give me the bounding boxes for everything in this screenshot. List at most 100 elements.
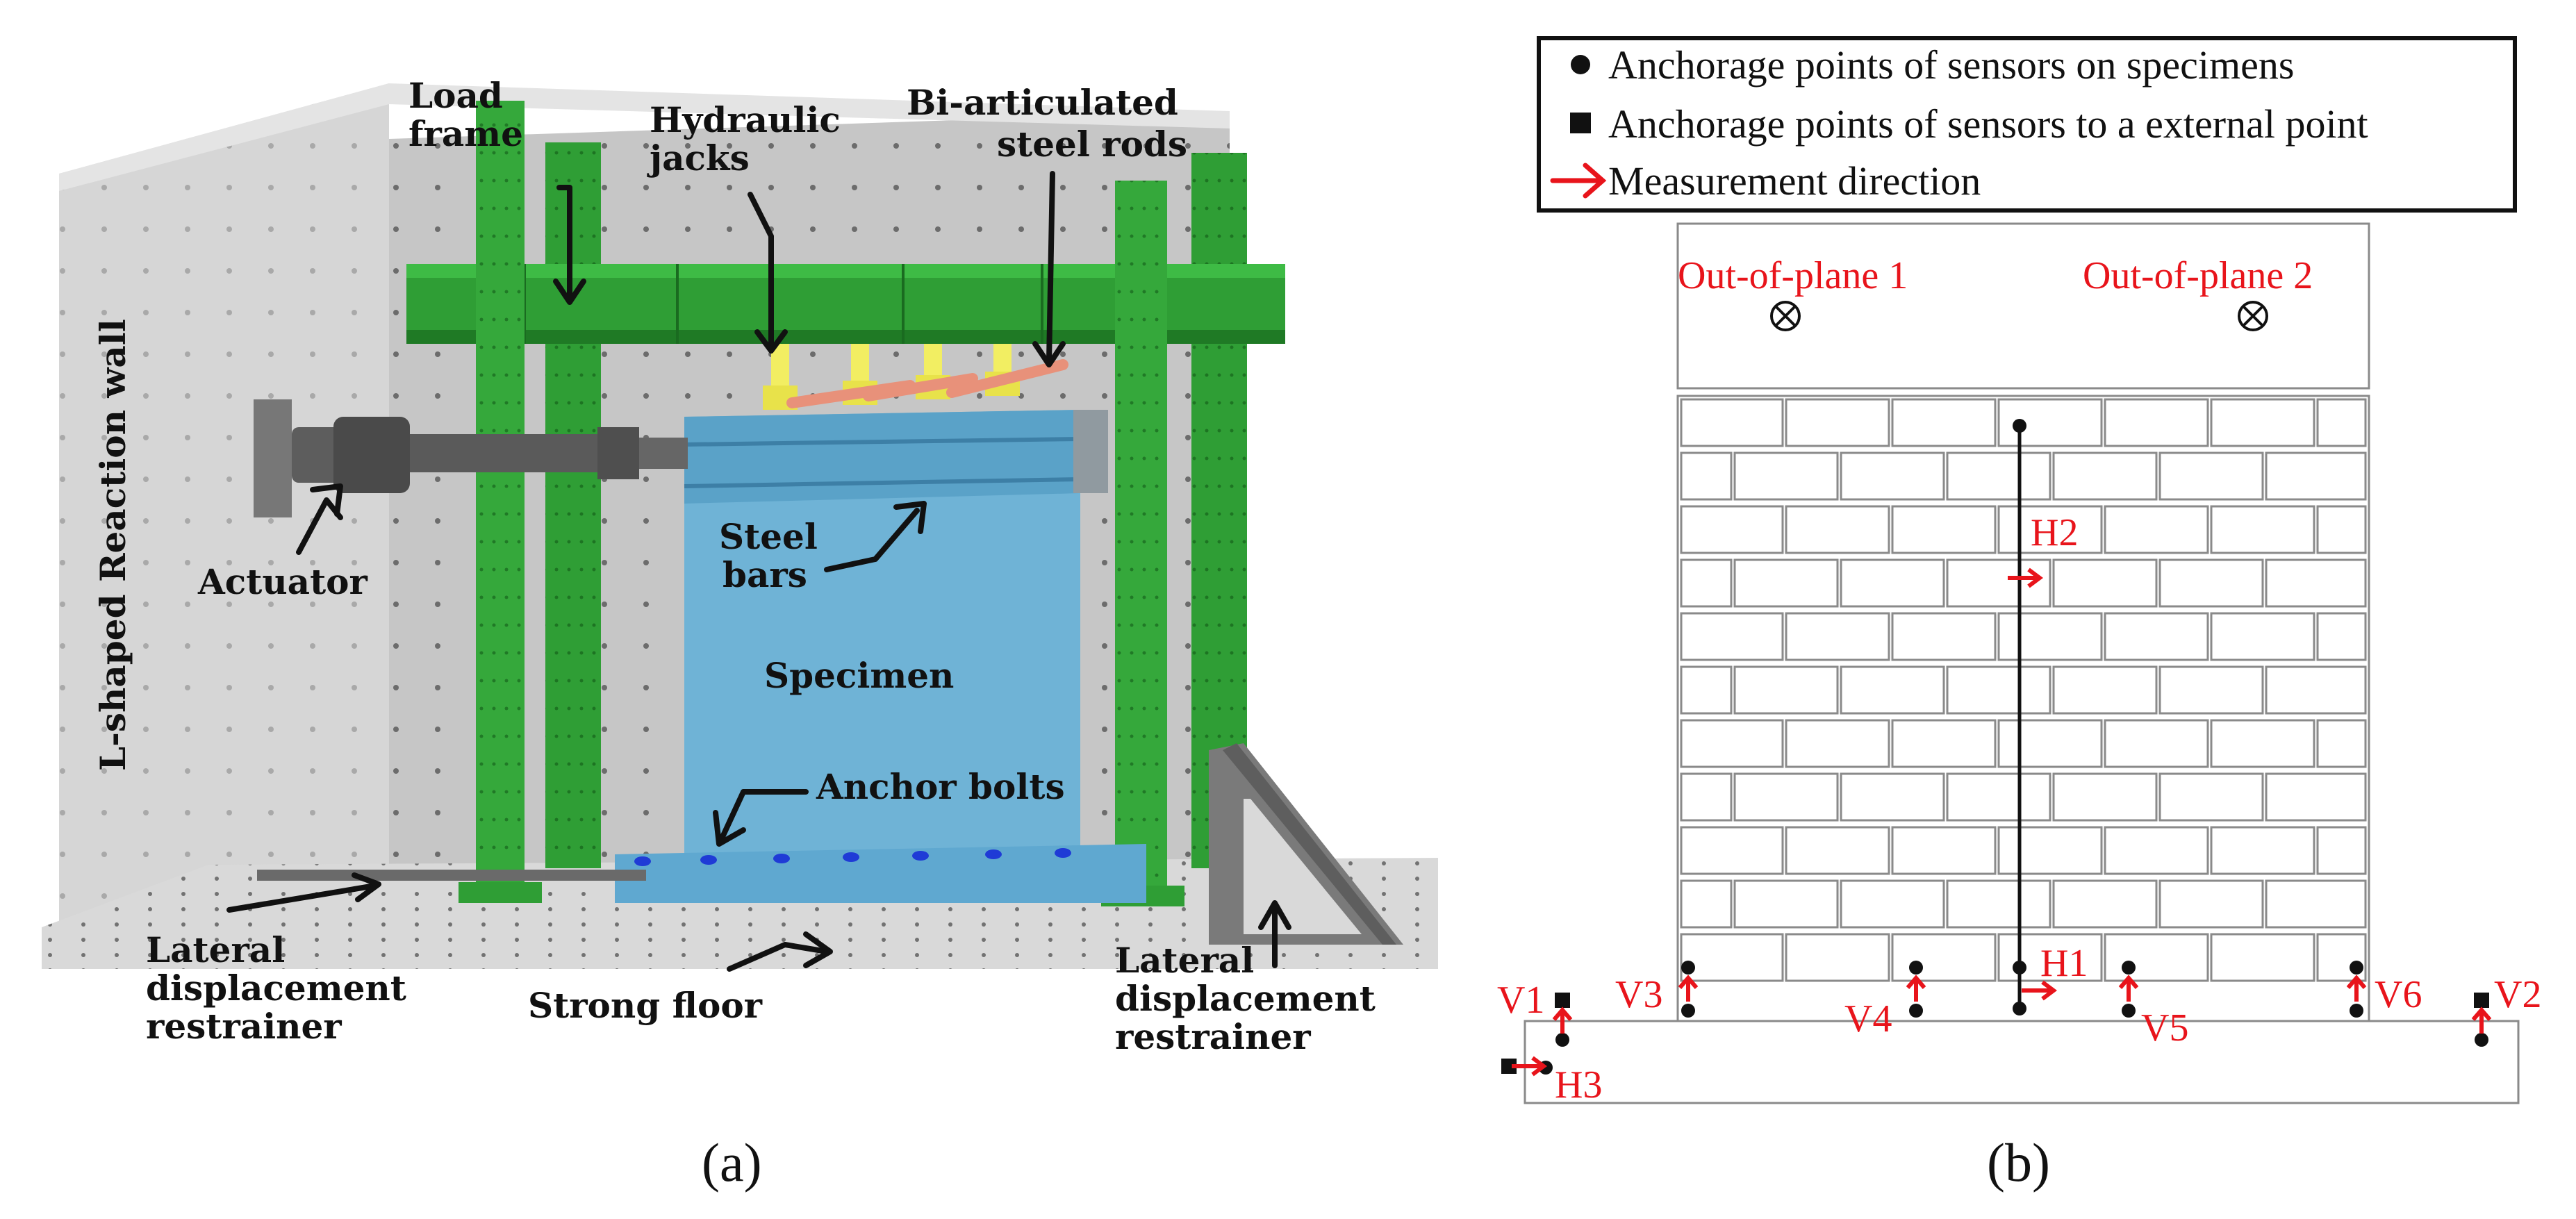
brick — [1997, 826, 2103, 875]
out-of-plane-1-sensor — [1770, 301, 1801, 331]
brick — [1946, 879, 2051, 929]
legend-box — [1537, 36, 2517, 213]
specimen-label: Specimen — [764, 655, 954, 696]
brick — [1785, 398, 1890, 447]
brick — [1840, 558, 1945, 608]
sensor-v1-dot — [1555, 1033, 1569, 1047]
brick — [2158, 879, 2264, 929]
brick — [1997, 398, 2103, 447]
brick — [2316, 933, 2367, 982]
brick — [2104, 719, 2209, 768]
brick — [2104, 505, 2209, 554]
sensor-v6-top — [2350, 961, 2363, 975]
brick — [1680, 505, 1784, 554]
brick — [2210, 826, 2315, 875]
circle-marker-icon — [1571, 55, 1590, 74]
sensor-v4-top — [1909, 961, 1923, 975]
sensor-v2-anchor — [2474, 993, 2489, 1008]
sensor-v4-label: V4 — [1844, 997, 1892, 1040]
sensor-v3-label: V3 — [1615, 973, 1662, 1016]
brick — [2210, 505, 2315, 554]
brick — [1680, 719, 1784, 768]
brick — [1785, 826, 1890, 875]
sensor-h3-label: H3 — [1555, 1063, 1602, 1106]
brick — [2210, 398, 2315, 447]
brick — [1733, 558, 1839, 608]
anchor-bolts-label: Anchor bolts — [816, 766, 1065, 807]
lateral-restrainer-left-label-3: restrainer — [146, 1006, 342, 1047]
brick — [1733, 879, 1839, 929]
brick — [2210, 719, 2315, 768]
sensor-h2-label: H2 — [2031, 511, 2078, 554]
callout-arrows — [226, 171, 1291, 972]
sensor-v2-dot — [2475, 1033, 2488, 1047]
brick — [2210, 612, 2315, 661]
brick — [1891, 612, 1997, 661]
brick — [1891, 826, 1997, 875]
actuator-label: Actuator — [197, 561, 368, 602]
panel-b-diagram: Anchorage points of sensors on specimens… — [1497, 36, 2541, 1193]
out-of-plane-1-label: Out-of-plane 1 — [1678, 254, 1908, 297]
reaction-wall-label: L-shaped Reaction wall — [92, 319, 133, 771]
legend-arrow-label: Measurement direction — [1608, 158, 1981, 204]
top-beam — [1676, 222, 2370, 390]
brick — [1733, 772, 1839, 822]
brick — [1997, 505, 2103, 554]
brick-courses — [1680, 398, 2367, 982]
brick — [1946, 558, 2051, 608]
sensor-v6-label: V6 — [2375, 973, 2422, 1016]
panel-a-scene: L-shaped Reaction wall Load frame Hydrau… — [42, 75, 1438, 1193]
brick — [1946, 772, 2051, 822]
sensor-v5-top — [2122, 961, 2136, 975]
sensor-h3-anchor — [1501, 1059, 1517, 1074]
brick — [1840, 772, 1945, 822]
steel-rods-label-1: Bi-articulated — [907, 82, 1178, 123]
brick — [2316, 505, 2367, 554]
steel-rods-label-2: steel rods — [997, 124, 1187, 165]
sensor-v1-arrow-head — [1552, 1006, 1573, 1021]
brick — [1891, 933, 1997, 982]
steel-bars-label-1: Steel — [719, 516, 818, 557]
brick — [1680, 398, 1784, 447]
actuator — [254, 399, 688, 517]
sensor-v3-arrow-head — [1678, 975, 1699, 989]
sensors — [1501, 567, 2492, 1077]
brick — [1785, 612, 1890, 661]
steel-bars-label-2: bars — [723, 554, 807, 595]
brick — [1997, 612, 2103, 661]
sensor-v6-bottom — [2350, 1004, 2363, 1018]
brick — [1891, 505, 1997, 554]
brick — [2265, 558, 2367, 608]
brick — [2316, 612, 2367, 661]
brick — [2316, 398, 2367, 447]
brick — [1946, 665, 2051, 715]
sensor-v1-label: V1 — [1497, 979, 1544, 1022]
brick — [1840, 879, 1945, 929]
brick — [2104, 826, 2209, 875]
legend-square-label: Anchorage points of sensors to a externa… — [1608, 101, 2368, 147]
brick — [1840, 451, 1945, 501]
brick — [1785, 505, 1890, 554]
arrow-marker-icon — [1550, 163, 1607, 199]
lateral-restrainer-left-label-2: displacement — [146, 968, 406, 1009]
sensor-v4-bottom — [1909, 1004, 1923, 1018]
sensor-h1-top — [2013, 961, 2026, 975]
brick — [1997, 933, 2103, 982]
brick — [2158, 665, 2264, 715]
sensor-v5-bottom — [2122, 1004, 2136, 1018]
specimen — [684, 410, 1080, 889]
steel-bars — [684, 410, 1080, 504]
hydraulic-jacks-label-1: Hydraulic — [650, 99, 841, 140]
lateral-displacement-restrainer — [257, 870, 646, 881]
hydraulic-jacks-label-2: jacks — [647, 138, 750, 179]
brick — [2210, 933, 2315, 982]
brick — [1680, 451, 1733, 501]
strong-floor-label: Strong floor — [528, 985, 763, 1026]
out-of-plane-2-label: Out-of-plane 2 — [2083, 254, 2313, 297]
brick — [1680, 826, 1784, 875]
load-frame-label-2: frame — [408, 113, 523, 154]
brick — [1785, 933, 1890, 982]
out-of-plane-2-sensor — [2238, 301, 2268, 331]
brick — [2052, 558, 2158, 608]
brick — [2052, 665, 2158, 715]
